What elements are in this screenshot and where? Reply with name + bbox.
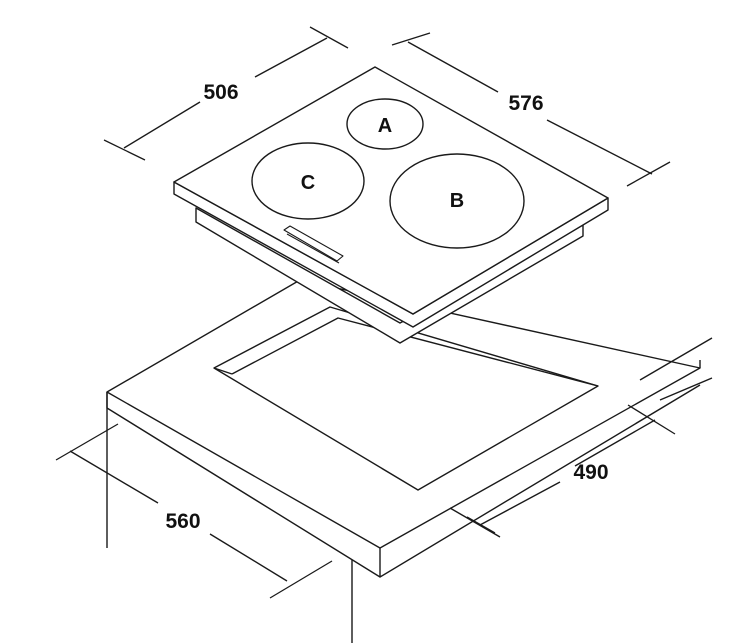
dimension-576-line-lower (546, 119, 653, 175)
dimension-576-tick-left (391, 32, 431, 46)
dimension-576-tick-right (626, 161, 671, 187)
dimension-506-line-lower (123, 101, 201, 149)
cutout-inner-left-wall (231, 317, 599, 387)
dimension-560-tick-left (55, 423, 119, 461)
dimension-490-extension (449, 507, 501, 538)
dimension-490-line-lower (479, 481, 561, 526)
cutout-inner-corner (213, 367, 233, 375)
worktop-back-extension (639, 337, 713, 381)
dimension-506: 506 (103, 26, 349, 161)
zone-a-label: A (378, 115, 392, 137)
dimension-490-label: 490 (573, 461, 608, 484)
worktop-back-extension-2 (659, 377, 713, 401)
dimension-490-tick-left (466, 516, 496, 534)
dimension-560-line-upper (69, 450, 159, 504)
dimension-490-tick-right (627, 404, 676, 435)
dimension-576-label: 576 (508, 92, 543, 115)
dimension-490-line-upper (574, 419, 656, 467)
control-panel-slot-inner (286, 233, 340, 264)
hob-body (195, 207, 584, 344)
cooking-zone-a[interactable] (346, 98, 424, 150)
zone-c-label: C (301, 172, 315, 194)
control-panel-slot[interactable] (283, 225, 344, 262)
dimension-490: 490 (449, 404, 676, 538)
dimension-506-tick-right (309, 26, 349, 49)
dimension-576: 576 (391, 32, 671, 187)
dimension-560-label: 560 (165, 510, 200, 533)
hob: A C B (173, 66, 609, 344)
cooking-zone-b[interactable] (389, 153, 525, 249)
zone-b-label: B (450, 190, 464, 212)
cooking-zone-c[interactable] (251, 142, 365, 220)
worktop-cutout (213, 306, 599, 491)
dimension-506-tick-left (103, 139, 146, 161)
dimension-576-line-upper (407, 41, 499, 93)
dimension-560: 560 (55, 423, 333, 599)
dimension-506-line-upper (254, 37, 328, 78)
dimension-560-tick-right (269, 560, 333, 599)
dimension-506-label: 506 (203, 81, 238, 104)
dimension-560-line-lower (209, 533, 288, 582)
